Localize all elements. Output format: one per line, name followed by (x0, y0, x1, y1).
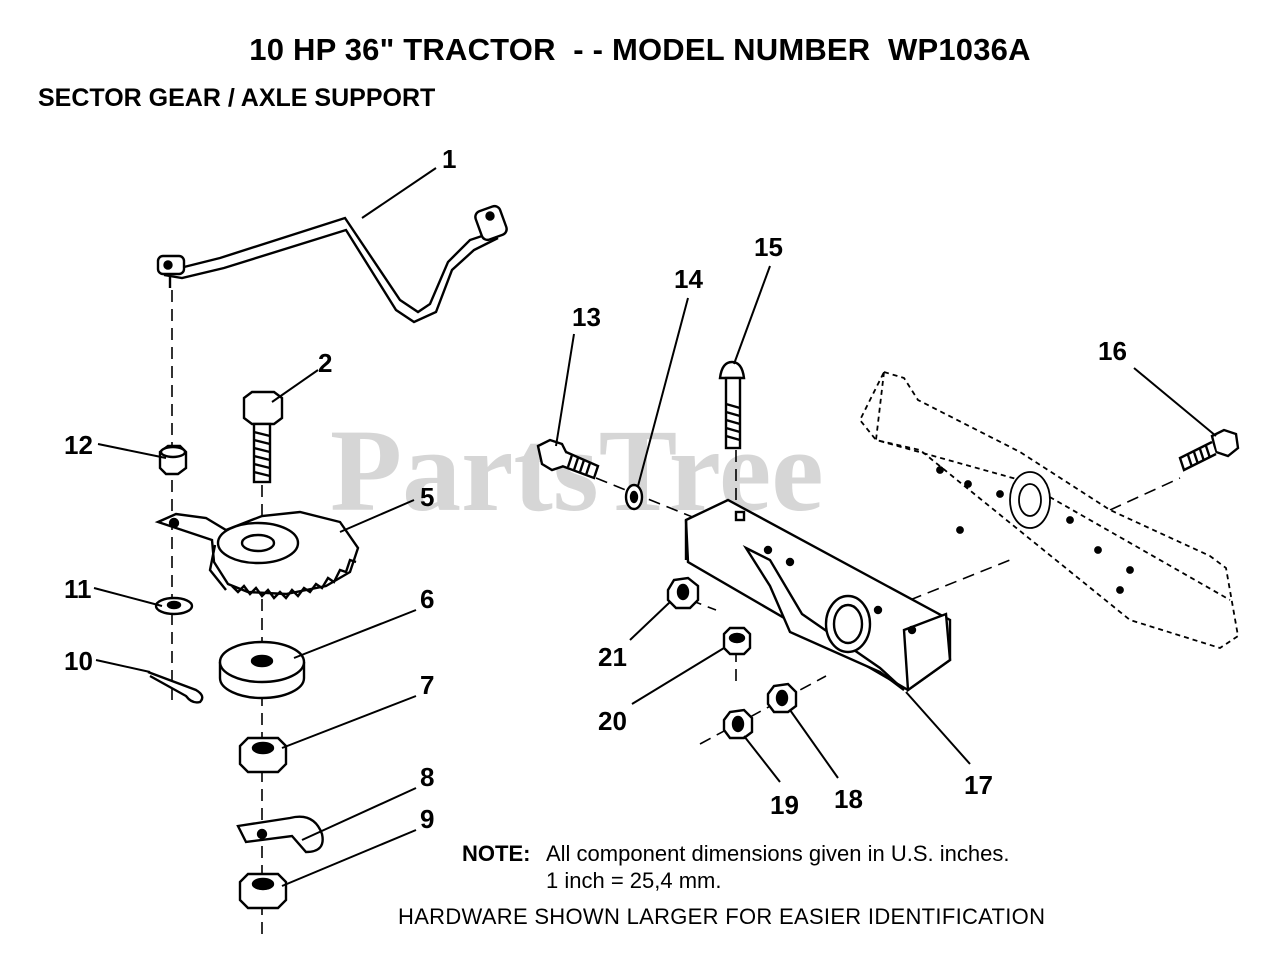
part-7-nut[interactable] (238, 736, 288, 774)
callout-1: 1 (442, 144, 456, 174)
part-18-nut[interactable] (766, 682, 798, 714)
callouts: 1 2 5 6 7 8 9 10 11 12 13 14 15 16 17 18… (64, 144, 1127, 834)
part-1-drag-link[interactable] (156, 204, 508, 324)
callout-6: 6 (420, 584, 434, 614)
part-2-bolt[interactable] (242, 390, 284, 484)
note-line-2: 1 inch = 25,4 mm. (546, 868, 722, 893)
callout-9: 9 (420, 804, 434, 834)
callout-14: 14 (674, 264, 703, 294)
part-16-bolt[interactable] (1178, 428, 1240, 472)
part-9-nut[interactable] (238, 872, 288, 910)
callout-10: 10 (64, 646, 93, 676)
part-20-nut[interactable] (722, 626, 752, 656)
hardware-footnote: HARDWARE SHOWN LARGER FOR EASIER IDENTIF… (398, 904, 1046, 929)
callout-5: 5 (420, 482, 434, 512)
part-19-nut[interactable] (722, 708, 754, 740)
dimensions-note: NOTE: All component dimensions given in U… (462, 840, 1009, 894)
part-14-washer[interactable] (624, 483, 644, 511)
part-11-washer[interactable] (154, 596, 194, 616)
part-13-bolt[interactable] (536, 438, 600, 480)
callout-21: 21 (598, 642, 627, 672)
page-title: 10 HP 36" TRACTOR - - MODEL NUMBER WP103… (249, 32, 1031, 67)
front-axle (858, 370, 1239, 649)
callout-20: 20 (598, 706, 627, 736)
part-6-spacer[interactable] (218, 640, 306, 700)
section-title: SECTOR GEAR / AXLE SUPPORT (38, 84, 436, 112)
callout-7: 7 (420, 670, 434, 700)
note-line-1: All component dimensions given in U.S. i… (546, 841, 1010, 866)
callout-12: 12 (64, 430, 93, 460)
callout-13: 13 (572, 302, 601, 332)
part-12-lock-nut[interactable] (158, 444, 188, 476)
part-10-cotter-pin[interactable] (147, 670, 204, 704)
part-21-nut[interactable] (666, 576, 700, 610)
part-15-carriage-bolt[interactable] (718, 360, 746, 450)
part-17-axle-support[interactable] (684, 498, 952, 693)
callout-15: 15 (754, 232, 783, 262)
callout-17: 17 (964, 770, 993, 800)
callout-11: 11 (64, 574, 92, 604)
callout-2: 2 (318, 348, 332, 378)
callout-8: 8 (420, 762, 434, 792)
part-8-clip[interactable] (236, 815, 324, 854)
part-5-sector-gear[interactable] (154, 510, 360, 600)
centerline-left (171, 290, 263, 935)
callout-18: 18 (834, 784, 863, 814)
note-label: NOTE: (462, 841, 531, 866)
callout-16: 16 (1098, 336, 1127, 366)
callout-19: 19 (770, 790, 799, 820)
leader-lines (93, 167, 1217, 887)
